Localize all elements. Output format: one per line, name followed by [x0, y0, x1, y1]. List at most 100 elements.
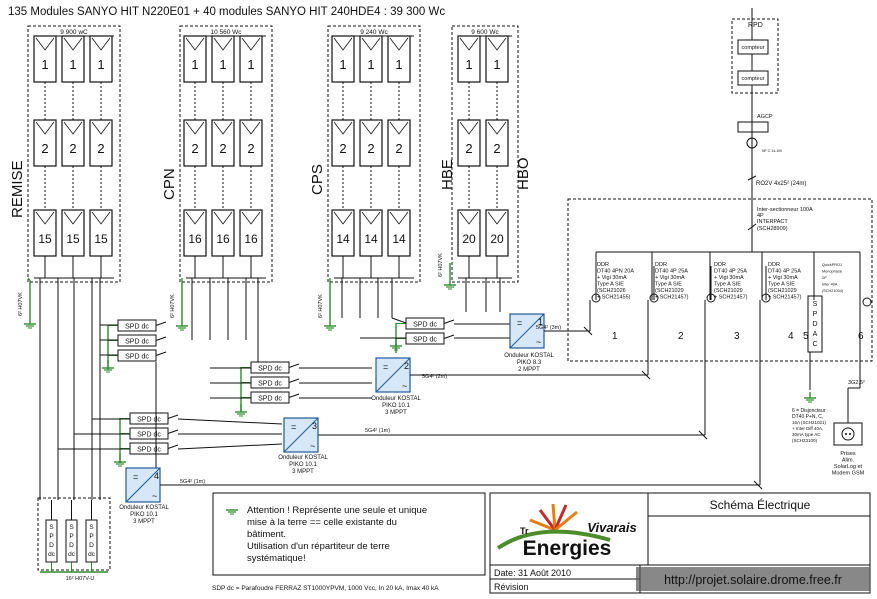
breaker-text: DT40 4P 25A [768, 269, 801, 275]
inverter-mppt: 2 MPPT [518, 367, 540, 373]
ac-cable-label: 5G4² (3m) [536, 325, 561, 331]
cable-mark [698, 430, 708, 440]
breaker-text: DT40 4P 25A [655, 269, 688, 275]
module-number: 1 [465, 57, 472, 72]
warning-text: Utilisation d'un répartiteur de terre [247, 541, 390, 552]
module-cell [241, 121, 261, 135]
breaker-text: DDR [768, 262, 780, 268]
inverter-diagonal [125, 467, 161, 503]
inverter-ac: ~ [402, 381, 407, 391]
array-power: 9 900 wC [60, 29, 88, 36]
breaker-text: DDR [597, 262, 609, 268]
module-cell [389, 211, 409, 225]
spd-switch [288, 393, 300, 398]
spd-ac-letter: D [812, 321, 817, 328]
spd-vertical-letter: P [49, 533, 53, 540]
prises-label: Modem GSM [832, 471, 865, 477]
array-power: 10 560 Wc [210, 29, 242, 36]
module-cell [241, 37, 261, 51]
dc-link [177, 443, 283, 450]
prises-label: Alim. [842, 458, 855, 464]
logo-ray [538, 509, 557, 531]
module-cell [91, 37, 111, 51]
warning-box [212, 492, 486, 576]
breaker-text: DT40 4P 25A [714, 269, 747, 275]
toroid [761, 293, 771, 303]
logo-tr-icon: Tr [520, 526, 529, 536]
breaker-number: 1 [612, 331, 618, 342]
module-cell [389, 121, 409, 135]
module-number: 16 [244, 232, 258, 246]
ac-cable-label: 5G4² (1m) [365, 428, 390, 434]
rpd-title: RPD [748, 22, 763, 29]
logo-bottom-text: Energies [523, 537, 612, 560]
spd-ac-letter: P [813, 311, 818, 318]
spd-label: SPD dc [137, 432, 161, 439]
toroid [706, 293, 716, 303]
spd-label: SPD dc [125, 354, 149, 361]
breaker-text: DT40 4PN 20A [597, 269, 634, 275]
prises-cable: 3G2,5² [848, 380, 865, 386]
breaker-text: + Vigi 30mA [714, 275, 744, 281]
spd-switch [167, 429, 179, 434]
inverter-diagonal [509, 313, 545, 349]
module-cell [487, 211, 507, 225]
module-cell [35, 211, 55, 225]
inverter-number: 4 [154, 471, 159, 481]
array-name-hbe: HBE [439, 159, 456, 190]
title-revision: Révision [494, 582, 529, 592]
warning-text: Attention ! Représente une seule et uniq… [247, 505, 427, 516]
breaker6-note: + Inter Diff 40A, [792, 426, 823, 431]
spd-vertical-letter: D [49, 542, 54, 549]
dc-link [391, 317, 407, 324]
spd-label: SPD dc [258, 396, 282, 403]
inverter-model: PIKO 10.1 [289, 462, 317, 468]
breaker-text: QuickPROJ [822, 263, 842, 267]
module-cell [241, 211, 261, 225]
prises-label: SolarLog et [834, 464, 863, 470]
module-number: 2 [465, 141, 472, 156]
inverter-ac: ~ [310, 441, 315, 451]
array-name-cpn: CPN [161, 168, 178, 200]
module-cell [389, 37, 409, 51]
breaker6-note: 16A (SCH21021) [792, 420, 827, 425]
toroid-6 [862, 297, 872, 307]
module-cell [63, 121, 83, 135]
module-cell [459, 37, 479, 51]
cable-mark [583, 326, 593, 336]
inverter-brand: Onduleur KOSTAL [278, 455, 328, 461]
earth-link [27, 277, 31, 281]
spd-label: SPD dc [413, 337, 437, 344]
module-number: 2 [41, 141, 48, 156]
module-cell [487, 37, 507, 51]
module-cell [361, 121, 381, 135]
breaker-text: (SCH21026 [597, 288, 626, 294]
inverter-eq: = [517, 318, 522, 328]
earth-bottom-label: 16² H07V-U [66, 576, 95, 582]
ac-cabinet [567, 198, 873, 362]
module-number: 15 [94, 232, 108, 246]
socket-box [833, 422, 863, 446]
spd-switch [443, 334, 455, 339]
module-number: 1 [69, 57, 76, 72]
module-number: 1 [367, 57, 374, 72]
breaker-number: 3 [734, 331, 740, 342]
inverter-eq: = [291, 422, 296, 432]
module-number: 2 [493, 141, 500, 156]
module-number: 16 [216, 232, 230, 246]
module-cell [185, 37, 205, 51]
meter-1-label: compteur [742, 45, 765, 51]
interrupter-text: 4P [757, 213, 764, 219]
spd-label: SPD dc [137, 447, 161, 454]
cable-mark [641, 370, 651, 380]
spd-ac-letter: A [813, 331, 818, 338]
warning-text: mise à la terre == celle existante du [247, 517, 397, 528]
socket-icon [841, 427, 855, 441]
earth-label: 6² H07VK [438, 253, 444, 277]
module-number: 2 [69, 141, 76, 156]
inverter-brand: Onduleur KOSTAL [504, 353, 554, 359]
toroid [649, 293, 659, 303]
inverter-mppt: 3 MPPT [385, 410, 407, 416]
logo-ray [529, 518, 556, 532]
